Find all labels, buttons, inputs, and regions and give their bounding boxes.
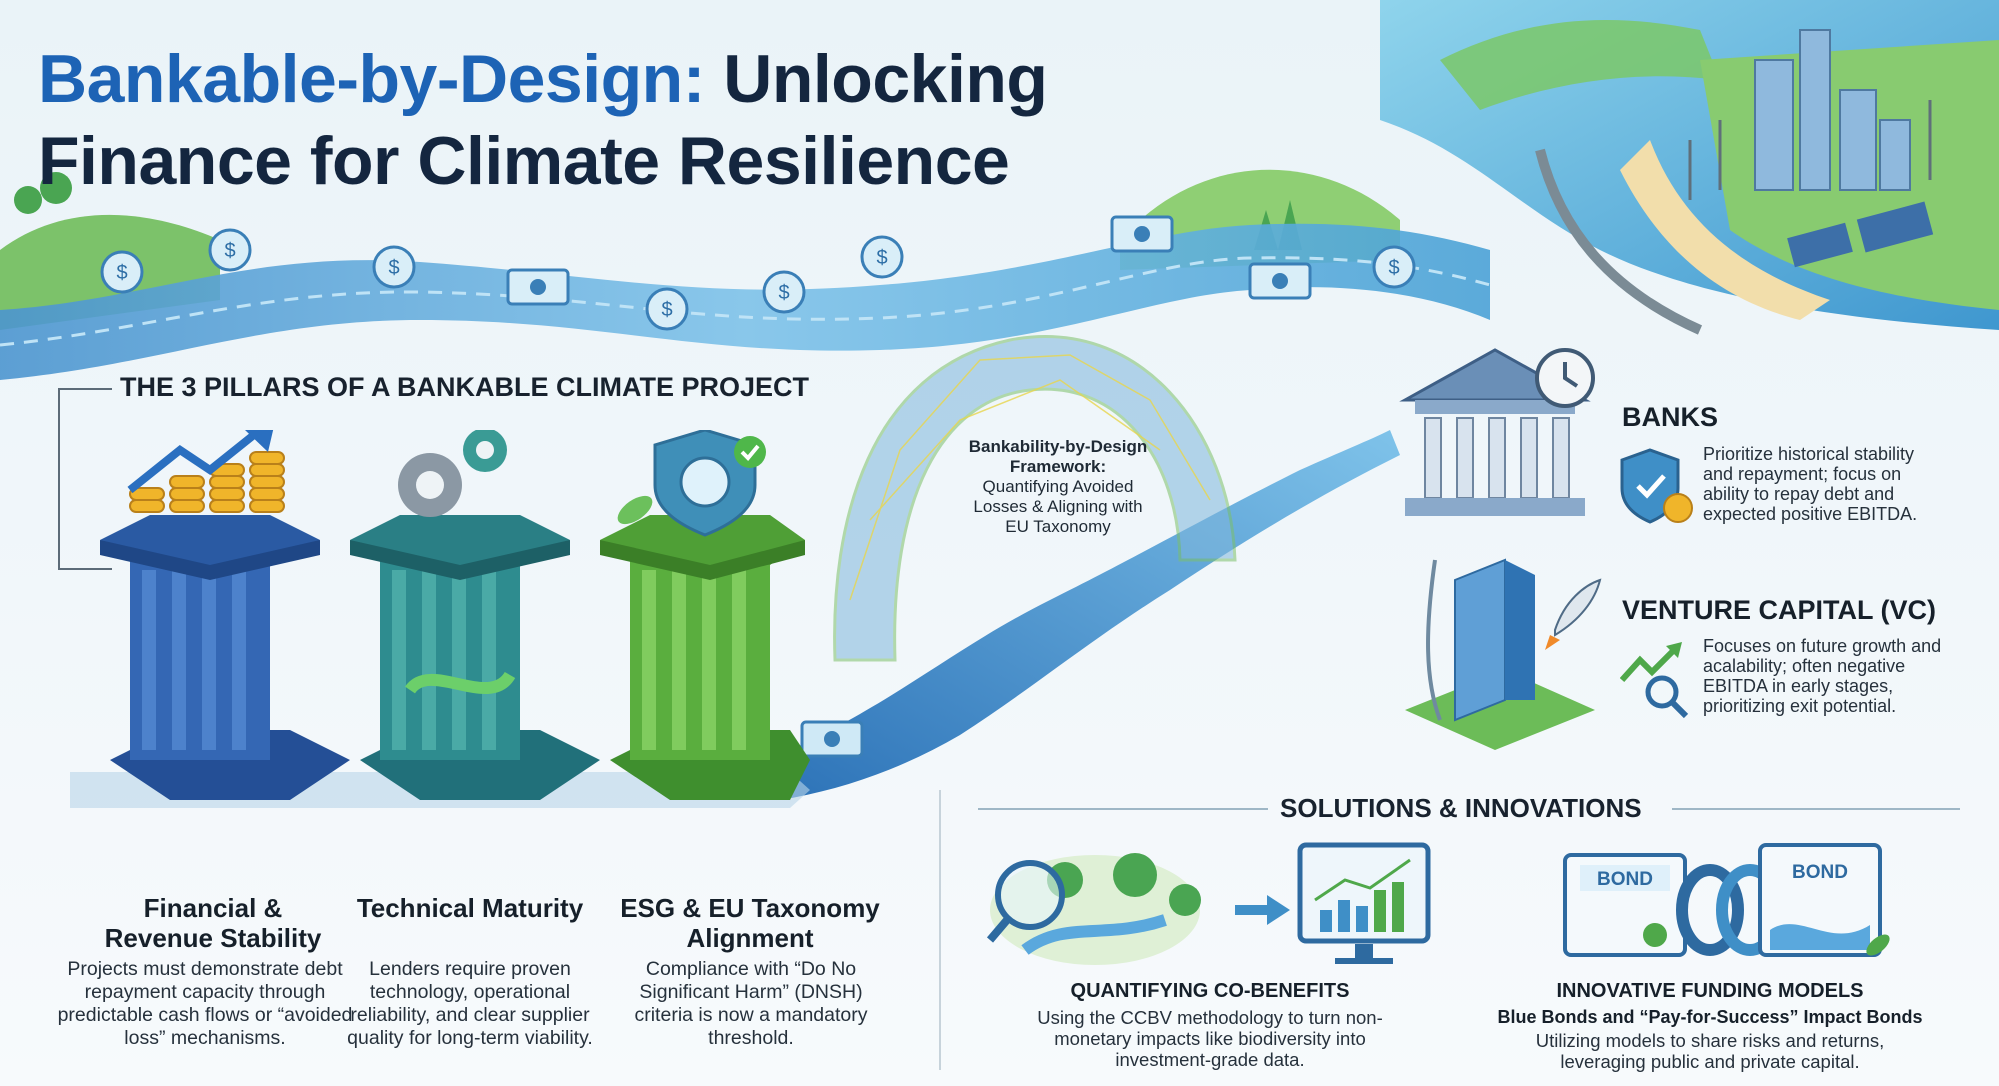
coin-stack-icon [129,451,285,513]
coin-icon: $ [1372,245,1416,289]
pillar-2-title: Technical Maturity [356,893,584,923]
svg-text:$: $ [224,240,235,262]
bond-certificate-icon: BOND [1563,853,1687,957]
coin-icon: $ [645,287,689,331]
arrow-right-icon [1267,895,1290,925]
pillar-financial [100,515,350,800]
solutions-heading: SOLUTIONS & INNOVATIONS [1280,793,1642,823]
pillar-esg [600,515,810,800]
solution-2-desc: Utilizing models to share risks and retu… [1535,1030,1885,1072]
coin-icon: $ [372,245,416,289]
framework-label: Bankability-by-Design Framework: Quantif… [965,437,1151,537]
pillar-3-title: ESG & EU Taxonomy Alignment [620,893,880,953]
pillar-3-desc: Compliance with “Do No Significant Harm”… [634,958,868,1049]
pillar-1-desc: Projects must demonstrate debt repayment… [57,958,353,1049]
pillar-2-desc: Lenders require proven technology, opera… [347,958,593,1049]
banknote-icon [1248,262,1312,300]
banknote-icon [1110,215,1174,253]
title-part: for Climate Resilience [291,123,1010,199]
pillar-technical [350,515,600,800]
solution-1-title: QUANTIFYING CO-BENEFITS [1070,980,1350,1002]
monitor-chart-icon [1297,842,1431,964]
coin-icon: $ [208,228,252,272]
growth-magnifier-icon [1620,642,1689,719]
banknote-icon [800,720,864,758]
page-title: Bankable-by-Design: Unlocking Finance fo… [38,38,1278,202]
svg-text:$: $ [388,257,399,279]
title-part: Unlocking [704,41,1048,117]
rocket-icon [1545,578,1602,650]
vc-tower-icon [1405,558,1602,750]
solutions-divider-left [978,808,1268,810]
bond-scroll-icon: BOND [1758,843,1890,957]
vc-title: VENTURE CAPITAL (VC) [1622,595,1937,625]
pillar-1-title: Financial & Revenue Stability [104,893,322,953]
title-highlight: Bankable-by-Design: [38,41,705,117]
shield-money-icon [1620,448,1693,524]
cobenefits-illustration [986,842,1431,965]
banks-desc: Prioritize historical stability and repa… [1703,444,1918,524]
solutions-divider-right [1672,808,1960,810]
shield-globe-icon [617,430,766,537]
banknote-icon [506,268,570,306]
bonds-illustration: BOND BOND [1563,843,1890,957]
svg-text:$: $ [778,282,789,304]
pillars-bracket [58,388,112,570]
bond-label: BOND [1792,862,1848,883]
solution-2-title: INNOVATIVE FUNDING MODELS [1556,980,1864,1002]
svg-text:$: $ [661,299,672,321]
solution-1-desc: Using the CCBV methodology to turn non-m… [1037,1007,1383,1070]
framework-label-text: Quantifying Avoided Losses & Aligning wi… [973,477,1143,536]
title-part: Finance [38,123,292,199]
banks-title: BANKS [1622,402,1719,432]
solution-2-subtitle: Blue Bonds and “Pay-for-Success” Impact … [1497,1007,1923,1027]
pillars-heading: THE 3 PILLARS OF A BANKABLE CLIMATE PROJ… [120,372,810,402]
bond-label: BOND [1597,869,1653,890]
pillars-illustration [100,430,810,800]
magnifier-icon [986,860,1065,943]
vc-desc: Focuses on future growth and acalability… [1703,636,1942,716]
svg-text:$: $ [876,247,887,269]
bank-building-icon [1399,348,1595,516]
svg-text:$: $ [1388,257,1399,279]
svg-text:$: $ [116,262,127,284]
coin-icon: $ [860,235,904,279]
trend-up-icon [127,430,263,494]
framework-label-bold: Bankability-by-Design Framework: [968,437,1148,476]
coin-icon: $ [100,250,144,294]
coin-icon: $ [762,270,806,314]
gear-icon [398,430,507,517]
